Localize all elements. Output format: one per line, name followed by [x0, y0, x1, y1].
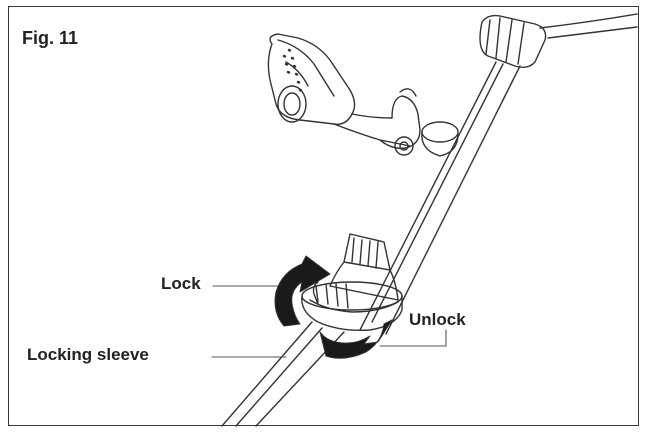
callout-leader-lines: [211, 285, 447, 358]
callout-unlock: Unlock: [409, 310, 466, 329]
upper-shaft: [359, 61, 521, 335]
lock-rotation-arrow-icon: [274, 255, 331, 327]
handle-assembly: [267, 33, 459, 157]
locking-sleeve-collar: [301, 233, 403, 332]
callout-lock: Lock: [161, 274, 201, 293]
upper-housing: [479, 13, 638, 69]
unlock-rotation-arrow-icon: [319, 319, 393, 359]
callout-locking-sleeve: Locking sleeve: [27, 345, 149, 364]
figure-frame: [8, 6, 639, 426]
figure-title: Fig. 11: [22, 28, 79, 48]
